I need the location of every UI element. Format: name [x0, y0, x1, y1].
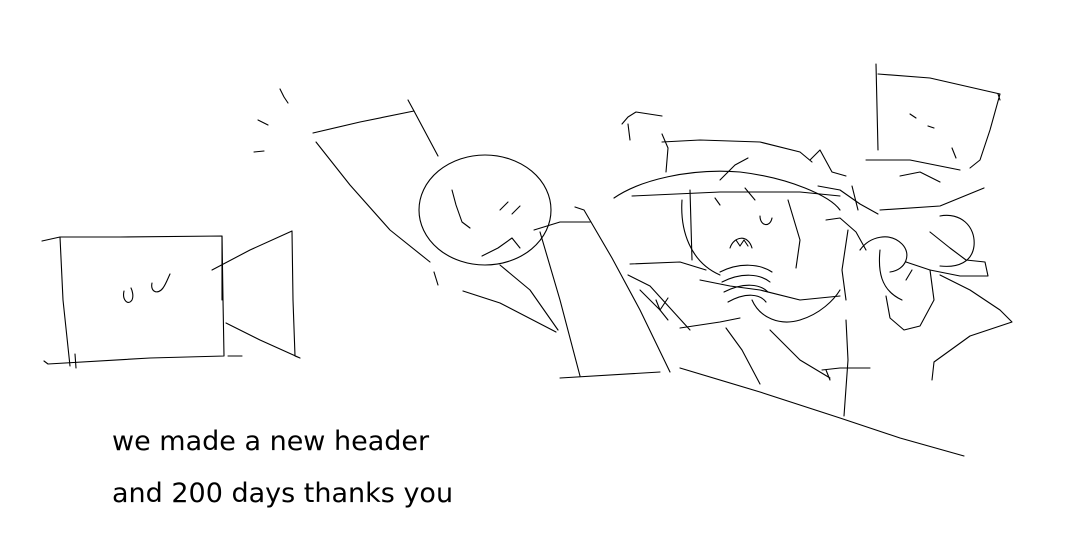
crowd-sketch: [613, 63, 1013, 457]
video-camera-sketch: [41, 230, 301, 369]
caption-line-1: we made a new header: [112, 426, 430, 457]
light-rays-sketch: [253, 88, 289, 153]
person-sketch: [312, 99, 671, 379]
caption-line-2: and 200 days thanks you: [112, 478, 454, 509]
